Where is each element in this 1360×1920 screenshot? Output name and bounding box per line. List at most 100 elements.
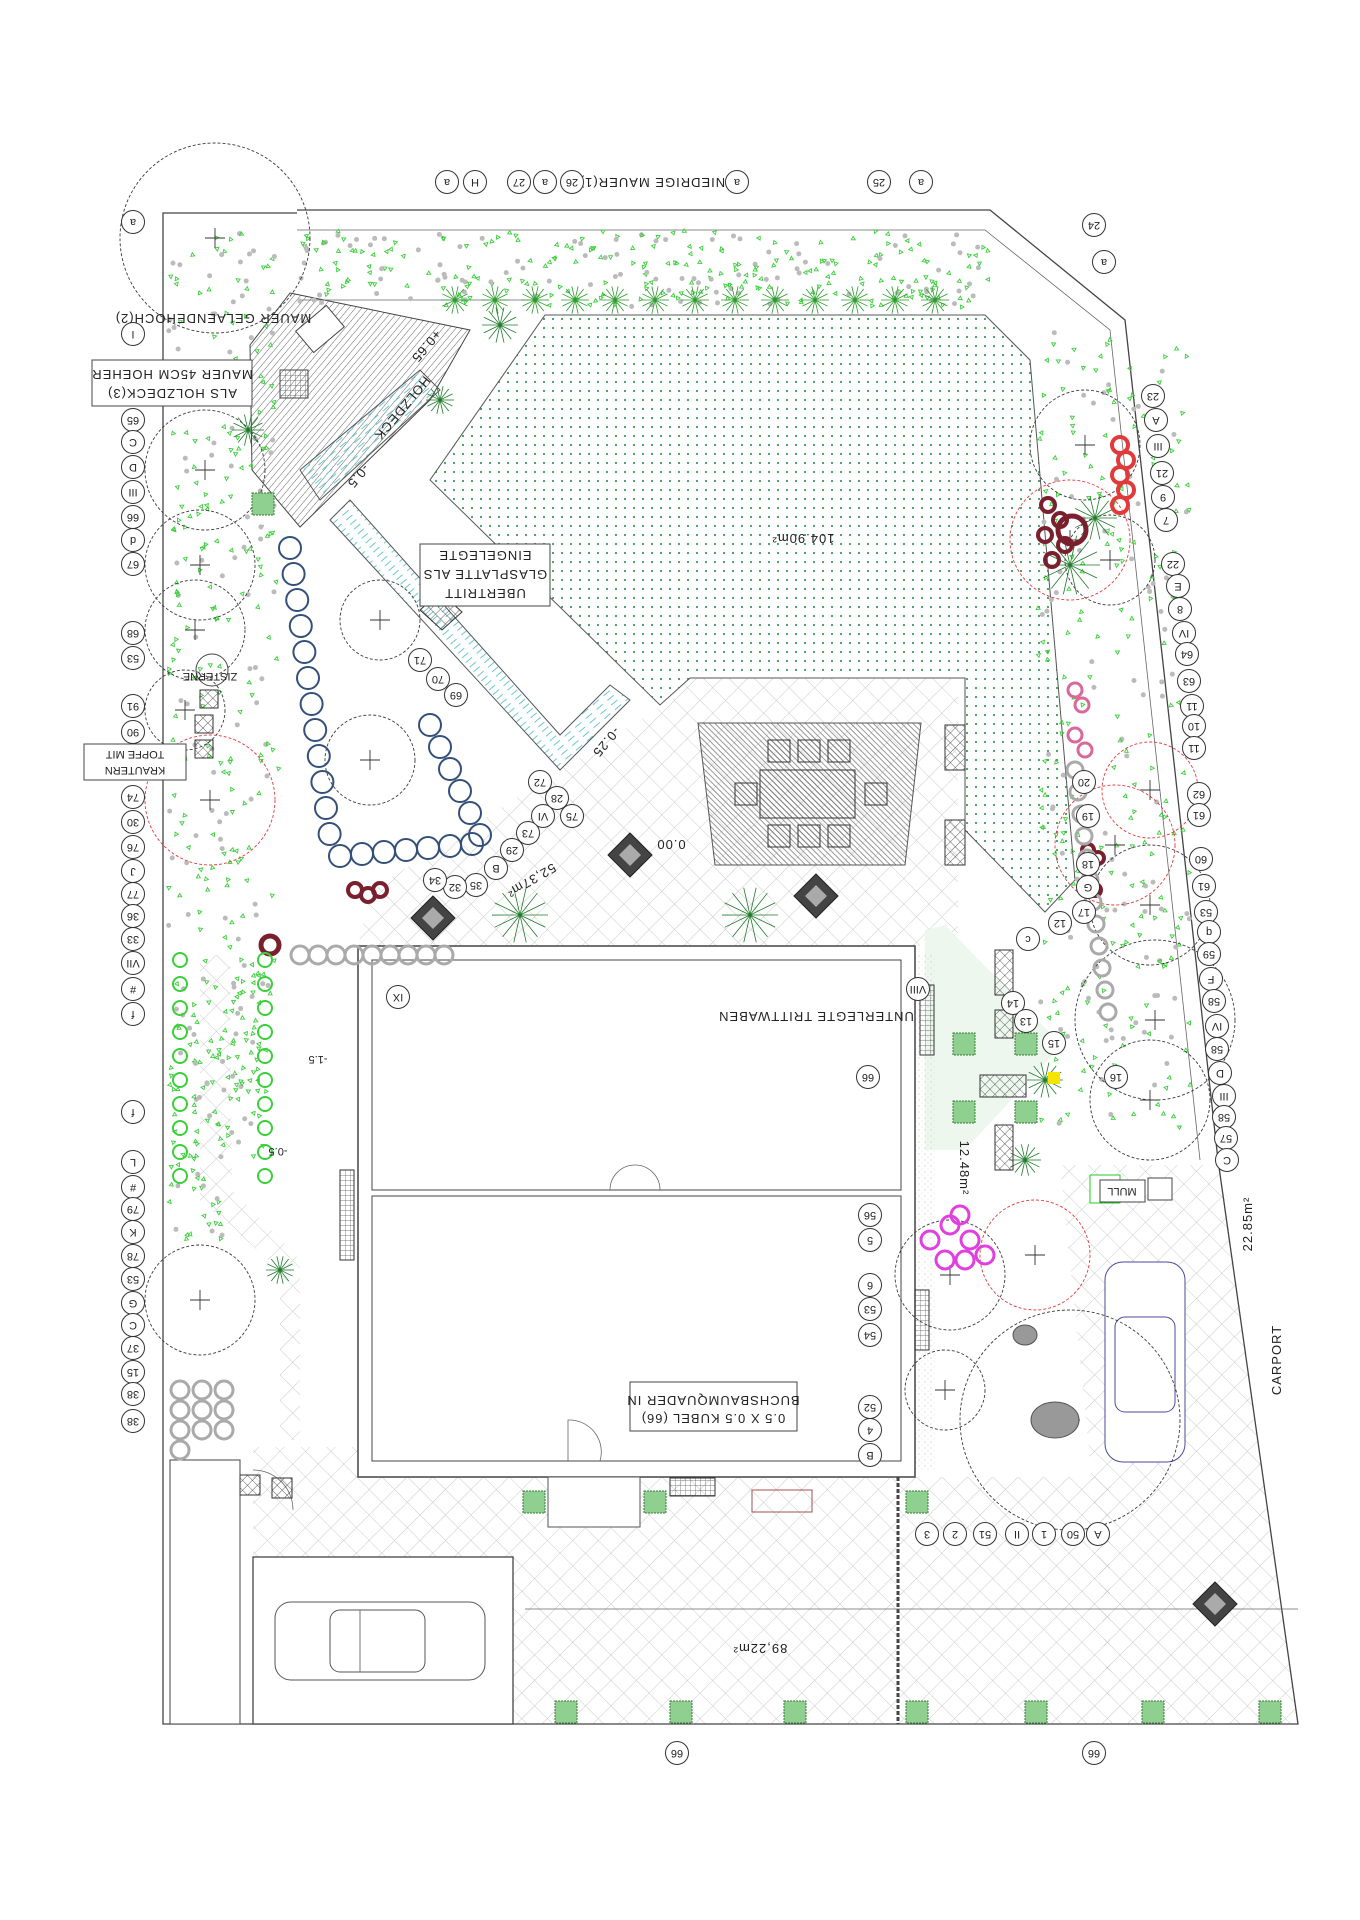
hatched-tile (239, 1474, 261, 1496)
callout-circle (121, 1150, 145, 1174)
shrub-mark (774, 286, 779, 301)
leaf-mark (182, 812, 188, 818)
leaf-mark (1082, 452, 1089, 458)
leaf-mark (1107, 1091, 1113, 1098)
leaf-mark (1169, 934, 1176, 940)
leaf-mark (549, 292, 555, 299)
gravel-dot (311, 297, 317, 303)
leaf-mark (1132, 809, 1138, 815)
leaf-mark (202, 958, 208, 964)
callout-label: IX (392, 991, 403, 1003)
shrub-mark (934, 299, 945, 312)
path-level-1: -1.5 (309, 1053, 328, 1065)
shrub-mark (771, 299, 776, 314)
callout-circle (1192, 874, 1216, 898)
leaf-mark (873, 228, 879, 235)
leaf-mark (1176, 439, 1182, 445)
callout-label: 91 (127, 700, 139, 712)
gravel-dot (185, 912, 191, 918)
callout-circle (1144, 408, 1168, 432)
callout-label: 57 (1220, 1132, 1232, 1144)
shrub-mark (574, 299, 588, 307)
callout-marker: 24 (1082, 213, 1106, 237)
callout-marker: K (121, 1220, 145, 1244)
leaf-mark (367, 281, 374, 287)
leaf-mark (898, 279, 905, 285)
leaf-mark (898, 249, 904, 255)
callout-marker: 10 (1182, 714, 1206, 738)
leaf-mark (349, 247, 355, 254)
plant-ring (433, 944, 455, 966)
shrub-mark (499, 324, 517, 334)
gravel-dot (248, 335, 254, 341)
chair (797, 739, 821, 763)
plant-ring (285, 588, 310, 612)
leaf-mark (245, 1089, 252, 1095)
leaf-mark (263, 433, 269, 439)
shrub-mark (734, 293, 748, 301)
callout-marker: 65 (121, 408, 145, 432)
shrub-mark (805, 299, 816, 312)
shrub-mark (614, 286, 619, 301)
leaf-mark (467, 295, 473, 301)
leaf-mark (366, 263, 372, 270)
shrub-mark (765, 288, 776, 301)
leaf-mark (1040, 824, 1047, 830)
gravel-dot (1039, 611, 1045, 617)
leaf-mark (829, 258, 835, 264)
side-area-label: 12.48m² (957, 1141, 972, 1196)
low-wall-label: NIEDRIGE MAUER(1) (579, 175, 725, 190)
gravel-dot (191, 1032, 197, 1038)
shrub-mark (519, 914, 546, 928)
leaf-mark (256, 1041, 262, 1047)
leaf-mark (1092, 368, 1099, 374)
gravel-dot (796, 270, 802, 276)
leaf-mark (232, 1070, 238, 1076)
shrub-mark (1051, 564, 1071, 589)
leaf-mark (1069, 423, 1076, 429)
leaf-mark (766, 284, 773, 289)
plant-ring (213, 1379, 235, 1401)
leaf-mark (270, 399, 277, 406)
glass-note-line1: EINGELEGTE (438, 548, 531, 563)
leaf-mark (218, 1235, 224, 1242)
leaf-mark (976, 261, 983, 267)
leaf-mark (222, 934, 227, 941)
leaf-mark (192, 439, 198, 444)
shrub-mark (244, 414, 249, 431)
leaf-mark (187, 1231, 193, 1237)
leaf-mark (196, 511, 202, 517)
plant-ring (257, 1096, 273, 1112)
callout-label: 74 (127, 791, 139, 803)
tree-center-cross (185, 620, 205, 640)
shrub-mark (1080, 500, 1096, 519)
callout-circle (121, 480, 145, 504)
leaf-mark (235, 278, 241, 284)
shrub-mark (894, 299, 908, 307)
leaf-mark (1045, 656, 1051, 662)
callout-marker: A (1086, 1522, 1110, 1546)
leaf-mark (1039, 1117, 1045, 1124)
leaf-mark (238, 230, 245, 236)
leaf-mark (255, 1066, 261, 1072)
leaf-mark (207, 584, 213, 590)
tree-center-cross (205, 228, 225, 248)
shrub-mark (482, 299, 496, 307)
shrub-mark (694, 286, 699, 301)
leaf-mark (1187, 869, 1193, 876)
callout-label: 17 (1078, 906, 1090, 918)
grid-tile (669, 1477, 716, 1497)
shrub-mark (851, 286, 856, 301)
leaf-mark (1130, 539, 1137, 545)
tree-canopy (324, 714, 416, 806)
leaf-mark (220, 1142, 226, 1148)
leaf-mark (209, 1080, 216, 1086)
leaf-mark (908, 294, 914, 301)
gravel-dot (227, 349, 233, 355)
shrub-mark (731, 286, 736, 301)
leaf-mark (174, 831, 180, 837)
callout-circle (858, 1418, 882, 1442)
leaf-mark (235, 860, 242, 866)
callout-circle (1005, 1522, 1029, 1546)
leaf-mark (194, 1019, 200, 1025)
